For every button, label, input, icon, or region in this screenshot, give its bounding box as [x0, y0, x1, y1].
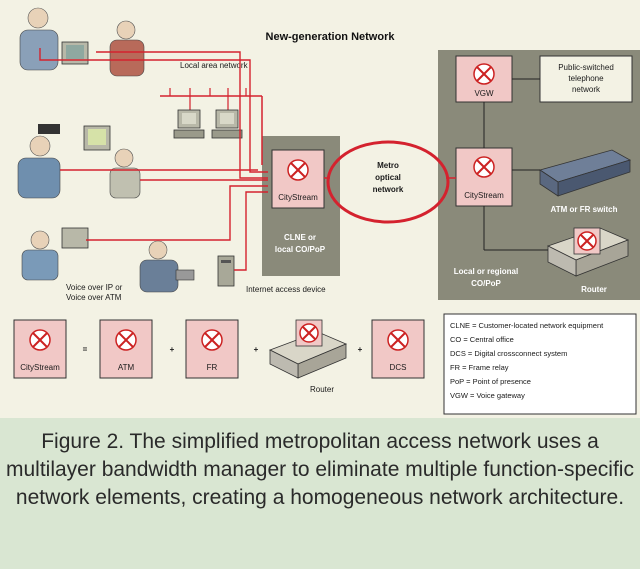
equation-operator: = — [83, 345, 88, 354]
equation-item-label: DCS — [390, 363, 407, 372]
pstn-box — [539, 55, 633, 103]
equation-item-label: ATM — [118, 363, 135, 372]
figure-caption: Figure 2. The simplified metropolitan ac… — [0, 418, 640, 569]
access-links — [39, 48, 268, 271]
citystream-regional-label: CityStream — [464, 191, 504, 200]
atm-fr-switch-label: ATM or FR switch — [551, 205, 618, 214]
legend-item: CO = Central office — [450, 335, 514, 344]
vgw-icon — [455, 55, 513, 103]
user-workstation-icon — [83, 125, 141, 199]
network-diagram: New-generation Network Local area networ… — [0, 0, 640, 418]
equation-item-label: CityStream — [20, 363, 60, 372]
lan-computer-icon — [211, 109, 243, 139]
metro-label-line1: Metro — [377, 161, 399, 170]
router-regional-label: Router — [581, 285, 607, 294]
voice-label-line2: Voice over ATM — [66, 293, 122, 302]
equation-item-label: Router — [310, 385, 334, 394]
legend-item: DCS = Digital crossconnect system — [450, 349, 567, 358]
citystream-clne-label: CityStream — [278, 193, 318, 202]
equation-operator: + — [254, 345, 259, 354]
equation-operator: + — [170, 345, 175, 354]
vgw-label: VGW — [474, 89, 494, 98]
user-workstation-icon — [21, 227, 89, 281]
internet-access-device-icon — [217, 255, 235, 287]
citystream-clne-icon — [271, 149, 325, 209]
equation-fr-box: FR — [185, 319, 239, 379]
regional-label-line2: CO/PoP — [471, 279, 501, 288]
lan-label: Local area network — [180, 61, 249, 70]
pstn-label-line3: network — [572, 85, 601, 94]
pstn-label-line2: telephone — [568, 74, 604, 83]
equation-dcs-box: DCS — [371, 319, 425, 379]
router-regional-icon — [546, 227, 630, 277]
voice-label-line1: Voice over IP or — [66, 283, 123, 292]
legend-item: PoP = Point of presence — [450, 377, 531, 386]
legend-box — [443, 313, 637, 415]
metro-ring — [326, 140, 450, 224]
equation-item-label: FR — [207, 363, 218, 372]
equation-router-box: Router — [269, 319, 348, 394]
user-workstation-icon — [109, 20, 145, 77]
user-workstation-icon — [139, 240, 195, 293]
metro-label-line2: optical — [375, 173, 401, 182]
internet-device-label: Internet access device — [246, 285, 326, 294]
regional-links — [483, 78, 548, 251]
equation-atm-box: ATM — [99, 319, 153, 379]
legend-item: FR = Frame relay — [450, 363, 509, 372]
equation-citystream-box: CityStream — [13, 319, 67, 379]
legend-item: VGW = Voice gateway — [450, 391, 525, 400]
atm-fr-switch-icon — [539, 149, 632, 197]
clne-label-line2: local CO/PoP — [275, 245, 326, 254]
legend-item: CLNE = Customer-located network equipmen… — [450, 321, 604, 330]
regional-label-line1: Local or regional — [454, 267, 518, 276]
pstn-label-line1: Public-switched — [558, 63, 614, 72]
clne-label-line1: CLNE or — [284, 233, 316, 242]
metro-label-line3: network — [373, 185, 404, 194]
citystream-regional-icon — [455, 147, 513, 207]
equation-operator: + — [358, 345, 363, 354]
lan-computer-icon — [173, 109, 205, 139]
user-workstation-icon — [17, 124, 61, 199]
diagram-title: New-generation Network — [266, 31, 396, 43]
